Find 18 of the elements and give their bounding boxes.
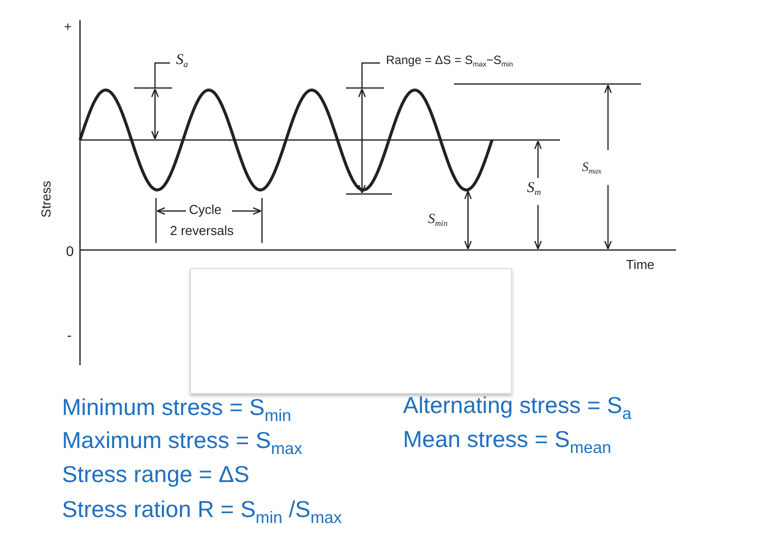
definition-text: Stress ration R = S$_{min}$ /S$_{max}$: [62, 497, 342, 527]
axis-label: Stress: [39, 180, 54, 218]
dimension-label: Cycle: [189, 203, 222, 218]
dimension-label: 2 reversals: [170, 224, 234, 238]
axis-tick-label: -: [67, 328, 72, 344]
axis-label: Time: [626, 258, 654, 272]
dimension-label: S$_{m}$: [527, 180, 541, 198]
dimension-label: S$_{a}$: [176, 52, 188, 70]
dimension-label: Range = ΔS = S$_{max}$−S$_{min}$: [386, 54, 513, 68]
definition-text: Minimum stress = S$_{min}$: [62, 395, 292, 425]
definition-text: Mean stress = S$_{mean}$: [403, 427, 612, 457]
dimension-label: S$_{max}$: [582, 160, 602, 176]
definition-text: Stress range = ΔS: [62, 462, 250, 488]
dimension-label: S$_{min}$: [428, 212, 448, 228]
axis-tick-label: +: [64, 20, 72, 34]
definition-text: Maximum stress = S$_{max}$: [62, 428, 302, 458]
axis-tick-label: 0: [66, 244, 74, 260]
definition-text: Alternating stress = S$_{a}$: [403, 393, 632, 423]
